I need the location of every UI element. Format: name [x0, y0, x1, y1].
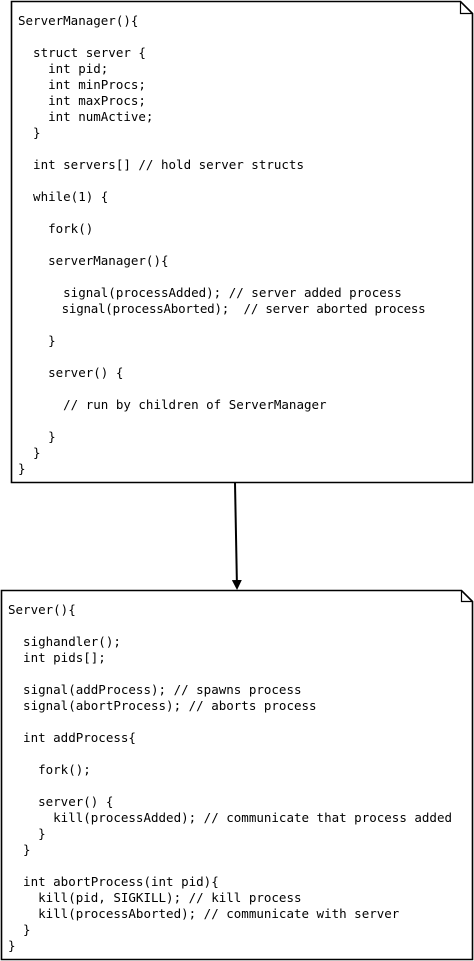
code-line: server() { [18, 365, 124, 380]
code-line: int pid; [18, 61, 109, 76]
code-line: } [8, 938, 16, 953]
code-line: } [8, 842, 31, 857]
code-line: kill(processAdded); // communicate that … [8, 810, 453, 825]
code-line: signal(addProcess); // spawns process [8, 682, 302, 697]
code-line: signal(processAborted); // server aborte… [18, 301, 426, 316]
code-line: kill(pid, SIGKILL); // kill process [8, 890, 302, 905]
code-line: } [18, 461, 26, 476]
code-line: int minProcs; [18, 77, 146, 92]
code-line: struct server { [18, 45, 146, 60]
edge-server-manager-to-server [231, 482, 242, 590]
server-manager-note-body [10, 0, 474, 484]
code-line: int abortProcess(int pid){ [8, 874, 219, 889]
code-line: fork(); [8, 762, 91, 777]
code-line: int servers[] // hold server structs [18, 157, 304, 172]
code-line: fork() [18, 221, 94, 236]
code-line: while(1) { [18, 189, 109, 204]
code-line: Server(){ [8, 602, 76, 617]
code-line: } [8, 826, 46, 841]
server-manager-note-fold [459, 1, 473, 15]
code-line: int pids[]; [8, 650, 106, 665]
server-note-fold [460, 590, 473, 603]
code-line: } [8, 922, 31, 937]
code-line: sighandler(); [8, 634, 121, 649]
code-line: int maxProcs; [18, 93, 146, 108]
code-line: } [18, 429, 56, 444]
code-line: signal(processAdded); // server added pr… [18, 285, 402, 300]
server-note-body [0, 589, 474, 961]
server-note [0, 589, 474, 961]
code-line: ServerManager(){ [18, 13, 139, 28]
code-line: } [18, 125, 41, 140]
code-line: serverManager(){ [18, 253, 169, 268]
code-line: int numActive; [18, 109, 154, 124]
code-line: signal(abortProcess); // aborts process [8, 698, 317, 713]
code-line: kill(processAborted); // communicate wit… [8, 906, 400, 921]
server-manager-note [10, 0, 474, 484]
code-line: server() { [8, 794, 114, 809]
code-line: } [18, 333, 56, 348]
code-line: int addProcess{ [8, 730, 136, 745]
code-line: // run by children of ServerManager [18, 397, 327, 412]
code-line: } [18, 445, 41, 460]
